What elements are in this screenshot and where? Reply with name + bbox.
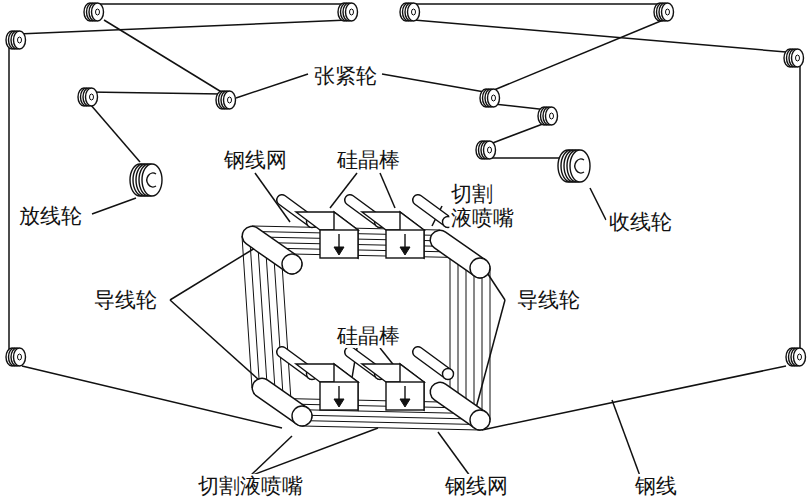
feed-arrow-head [400, 247, 410, 255]
pulley-disc [14, 31, 26, 49]
part-label: 钢线 [633, 474, 679, 498]
part-label: 切割液喷嘴 [196, 474, 305, 498]
pulley-disc [794, 348, 806, 366]
wire-web-left [242, 236, 252, 388]
silicon-rod-front [386, 382, 424, 410]
leader-lines [92, 74, 640, 476]
pulley-set [6, 3, 806, 366]
spool-hub [575, 159, 584, 173]
pulley-disc [662, 3, 674, 21]
part-label: 硅晶棒 [335, 324, 402, 348]
pulley-hub [796, 55, 800, 61]
pulley-hub [488, 147, 492, 153]
wire-web-left [250, 242, 260, 394]
pulley-disc [86, 88, 98, 106]
part-label: 导线轮 [92, 288, 159, 312]
wire-web-right [482, 262, 483, 414]
pulley-disc [792, 49, 804, 67]
silicon-rod-front [320, 230, 358, 258]
pulley-hub [90, 94, 94, 100]
pulley-hub [666, 9, 670, 15]
pulley-disc [92, 3, 104, 21]
pulley-hub [18, 354, 22, 360]
wire-web-right [466, 251, 467, 403]
pulley-hub [798, 354, 802, 360]
pulley-hub [492, 95, 496, 101]
wire-web-right [458, 246, 459, 398]
part-label: 放线轮 [17, 204, 84, 228]
guide-roller-end [292, 406, 312, 426]
pulley-disc [408, 3, 420, 21]
spool-hub [147, 173, 156, 187]
wire-web-bottom [294, 420, 472, 424]
feed-arrow-head [334, 247, 344, 255]
pulley-disc [346, 3, 358, 21]
wire-web-bottom [302, 426, 480, 430]
cutting-fluid-nozzle-end [443, 369, 454, 380]
wire-web-right [490, 268, 491, 420]
pulley-disc [546, 107, 558, 125]
wire-web-top [268, 237, 456, 241]
wire-web-bottom [286, 415, 464, 419]
silicon-rod-front [386, 230, 424, 258]
feed-arrow-head [334, 399, 344, 407]
part-label: 硅晶棒 [335, 148, 402, 172]
pulley-disc [570, 150, 590, 182]
wire-web-frame [242, 226, 490, 430]
guide-roller-end [282, 254, 302, 274]
part-label: 钢线网 [222, 148, 289, 172]
pulley-hub [18, 37, 22, 43]
part-label: 收线轮 [607, 210, 674, 234]
pulley-hub [96, 9, 100, 15]
part-label: 钢线网 [443, 474, 510, 498]
pulley-hub [350, 9, 354, 15]
silicon-rods [282, 200, 454, 410]
feed-arrow-head [400, 399, 410, 407]
pulley-disc [484, 141, 496, 159]
pulley-hub [228, 97, 232, 103]
part-label: 张紧轮 [312, 64, 379, 88]
silicon-rod-front [320, 382, 358, 410]
pulley-disc [142, 164, 162, 196]
pulley-disc [14, 348, 26, 366]
part-label: 导线轮 [515, 288, 582, 312]
pulley-hub [412, 9, 416, 15]
steel-wire-path [9, 4, 800, 430]
wire-web-right [474, 257, 475, 409]
pulley-disc [488, 89, 500, 107]
pulley-hub [550, 113, 554, 119]
wire-web-left [258, 247, 268, 399]
guide-roller-end [470, 258, 490, 278]
part-label: 切割 液喷嘴 [449, 182, 522, 230]
guide-roller-end [470, 410, 490, 430]
pulley-disc [224, 91, 236, 109]
